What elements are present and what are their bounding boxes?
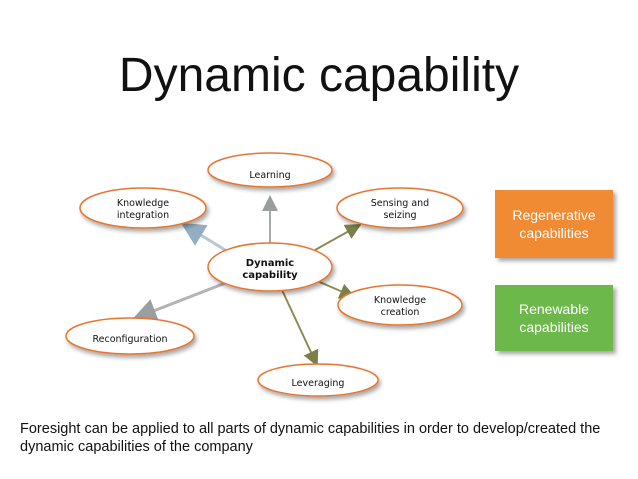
arrow-to-knowledge-creation bbox=[314, 279, 356, 299]
knowledge-creation-label: Knowledge creation bbox=[373, 295, 427, 318]
leveraging-label: Leveraging bbox=[291, 378, 345, 389]
learning-label: Learning bbox=[249, 170, 291, 181]
regenerative-capabilities-box: Regenerative capabilities bbox=[495, 190, 613, 258]
footer-text: Foresight can be applied to all parts of… bbox=[20, 421, 601, 455]
node-knowledge-creation bbox=[337, 284, 463, 326]
node-sensing-and-seizing bbox=[336, 187, 464, 229]
node-reconfiguration bbox=[65, 317, 195, 355]
renewable-capabilities-label: Renewable capabilities bbox=[518, 301, 590, 335]
node-learning bbox=[207, 152, 333, 188]
node-leveraging bbox=[257, 363, 379, 397]
node-center bbox=[207, 242, 333, 292]
node-knowledge-integration bbox=[79, 187, 207, 229]
arrow-to-reconfiguration bbox=[132, 280, 229, 322]
regenerative-capabilities-label: Regenerative capabilities bbox=[512, 207, 596, 241]
reconfiguration-label: Reconfiguration bbox=[92, 334, 168, 345]
knowledge-integration-label: Knowledge integration bbox=[116, 198, 170, 221]
arrow-to-knowledge-integration bbox=[180, 222, 231, 255]
sensing-and-seizing-label: Sensing and seizing bbox=[370, 198, 430, 221]
renewable-capabilities-box: Renewable capabilities bbox=[495, 285, 613, 351]
page-title: Dynamic capability bbox=[118, 49, 520, 102]
arrow-to-sensing-and-seizing bbox=[314, 224, 362, 251]
center-label: Dynamic capability bbox=[242, 258, 298, 281]
arrow-to-leveraging bbox=[281, 289, 319, 367]
